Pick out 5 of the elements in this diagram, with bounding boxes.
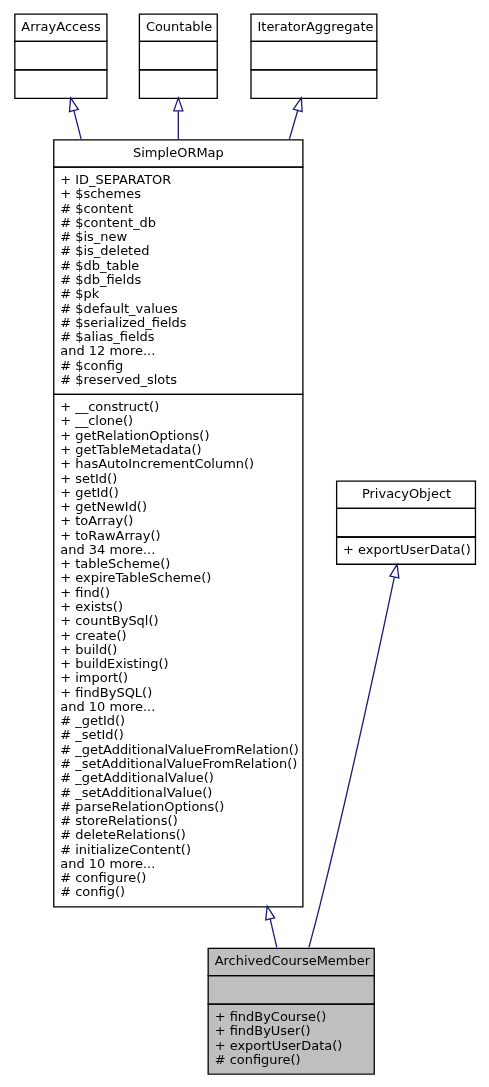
arrow	[172, 95, 184, 140]
arrow	[288, 96, 303, 140]
arrow	[308, 562, 400, 948]
arrow	[68, 95, 82, 140]
arrow	[265, 904, 278, 948]
